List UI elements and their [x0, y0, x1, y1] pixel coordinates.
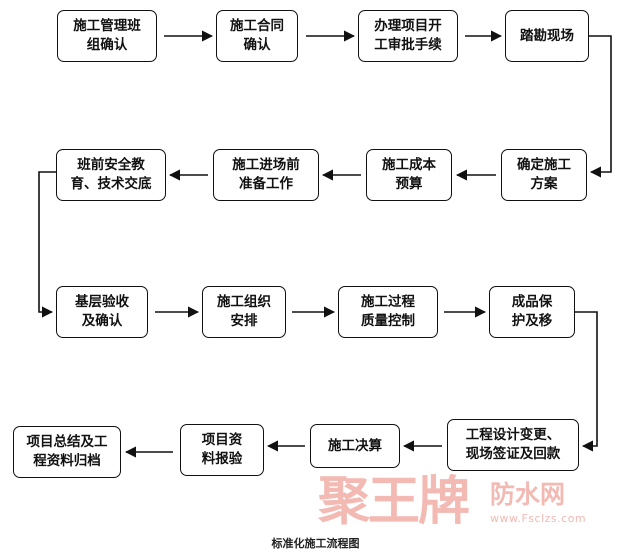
node-pre-entry-preparation: 施工进场前 准备工作 [213, 149, 319, 201]
node-quality-control: 施工过程 质量控制 [338, 286, 438, 338]
watermark-url: www.Fsclzs.com [490, 512, 587, 525]
diagram-caption: 标准化施工流程图 [271, 537, 360, 550]
node-safety-briefing: 班前安全教 育、技术交底 [56, 149, 166, 201]
node-project-approval: 办理项目开 工审批手续 [358, 10, 458, 62]
node-organization-arrangement: 施工组织 安排 [202, 286, 286, 338]
edge-n12-n13 [575, 311, 598, 452]
node-design-change-payment: 工程设计变更、 现场签证及回款 [447, 419, 579, 471]
node-summary-archiving: 项目总结及工 程资料归档 [13, 426, 121, 478]
watermark-brand: 聚王牌 [318, 471, 470, 532]
edge-n4-n5 [589, 35, 612, 178]
node-construction-plan: 确定施工 方案 [501, 149, 587, 201]
node-cost-budget: 施工成本 预算 [366, 149, 452, 201]
watermark-logo: 聚王牌 防水网 www.Fsclzs.com [318, 472, 618, 534]
node-team-confirmation: 施工管理班 组确认 [57, 10, 157, 62]
node-contract-confirmation: 施工合同 确认 [216, 10, 298, 62]
watermark-site: 防水网 [490, 480, 566, 509]
node-final-accounts: 施工决算 [310, 424, 400, 468]
node-product-protection: 成品保 护及移 [489, 286, 575, 338]
node-document-inspection: 项目资 料报验 [180, 424, 264, 476]
node-base-acceptance: 基层验收 及确认 [56, 286, 148, 338]
node-site-survey: 踏勘现场 [505, 10, 589, 62]
edge-n8-n9 [38, 171, 56, 318]
